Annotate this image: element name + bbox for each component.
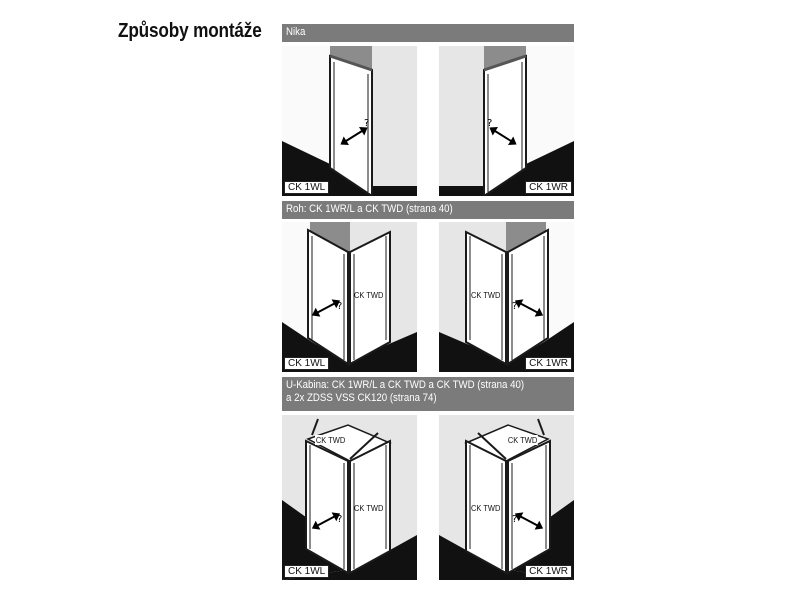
page-title: Způsoby montáže <box>118 20 262 42</box>
model-label: CK 1WL <box>284 565 330 578</box>
section-header-line: Nika <box>286 26 306 38</box>
model-label: CK 1WL <box>284 181 330 194</box>
part-label-ck-twd-side: CK TWD <box>471 503 501 513</box>
svg-text:?: ? <box>487 118 492 129</box>
model-label: CK 1WR <box>525 181 572 194</box>
part-label-ck-twd-top: CK TWD <box>507 435 539 445</box>
swing-arrow-icon <box>311 299 341 317</box>
svg-text:?: ? <box>512 514 517 525</box>
diagram-nika-right: ? CK 1WR <box>439 46 574 196</box>
part-label-ck-twd-side: CK TWD <box>354 503 384 513</box>
svg-text:?: ? <box>512 301 517 312</box>
diagram-roh-right-drawing: ? <box>439 222 574 372</box>
model-label: CK 1WL <box>284 357 330 370</box>
swing-arrow-icon <box>340 126 368 146</box>
swing-arrow-icon <box>514 299 544 317</box>
svg-text:?: ? <box>337 301 342 312</box>
svg-text:?: ? <box>337 514 342 525</box>
model-label: CK 1WR <box>525 357 572 370</box>
diagram-roh-right: ? CK TWD CK 1WR <box>439 222 574 372</box>
section-header-line: Roh: CK 1WR/L a CK TWD (strana 40) <box>286 203 453 215</box>
svg-text:?: ? <box>364 118 369 129</box>
swing-arrow-icon <box>311 512 341 530</box>
part-label-ck-twd: CK TWD <box>471 290 501 300</box>
swing-arrow-icon <box>514 512 544 530</box>
swing-arrow-icon <box>489 126 517 146</box>
section-header-line: a 2x ZDSS VSS CK120 (strana 74) <box>286 392 437 404</box>
section-header-nika: Nika <box>282 24 574 42</box>
diagram-nika-left-drawing: ? <box>282 46 417 196</box>
section-header-line: U-Kabina: CK 1WR/L a CK TWD a CK TWD (st… <box>286 379 525 391</box>
section-header-u-kabina: U-Kabina: CK 1WR/L a CK TWD a CK TWD (st… <box>282 377 574 411</box>
diagram-u-kabina-left: ? CK TWD CK TWD CK 1WL <box>282 415 417 580</box>
diagram-roh-left: ? CK TWD CK 1WL <box>282 222 417 372</box>
section-header-roh: Roh: CK 1WR/L a CK TWD (strana 40) <box>282 201 574 219</box>
part-label-ck-twd: CK TWD <box>354 290 384 300</box>
part-label-ck-twd-top: CK TWD <box>315 435 347 445</box>
diagram-nika-left: ? CK 1WL <box>282 46 417 196</box>
diagram-u-kabina-left-drawing: ? <box>282 415 417 580</box>
diagram-nika-right-drawing: ? <box>439 46 574 196</box>
model-label: CK 1WR <box>525 565 572 578</box>
diagram-roh-left-drawing: ? <box>282 222 417 372</box>
diagram-u-kabina-right: ? CK TWD CK TWD CK 1WR <box>439 415 574 580</box>
